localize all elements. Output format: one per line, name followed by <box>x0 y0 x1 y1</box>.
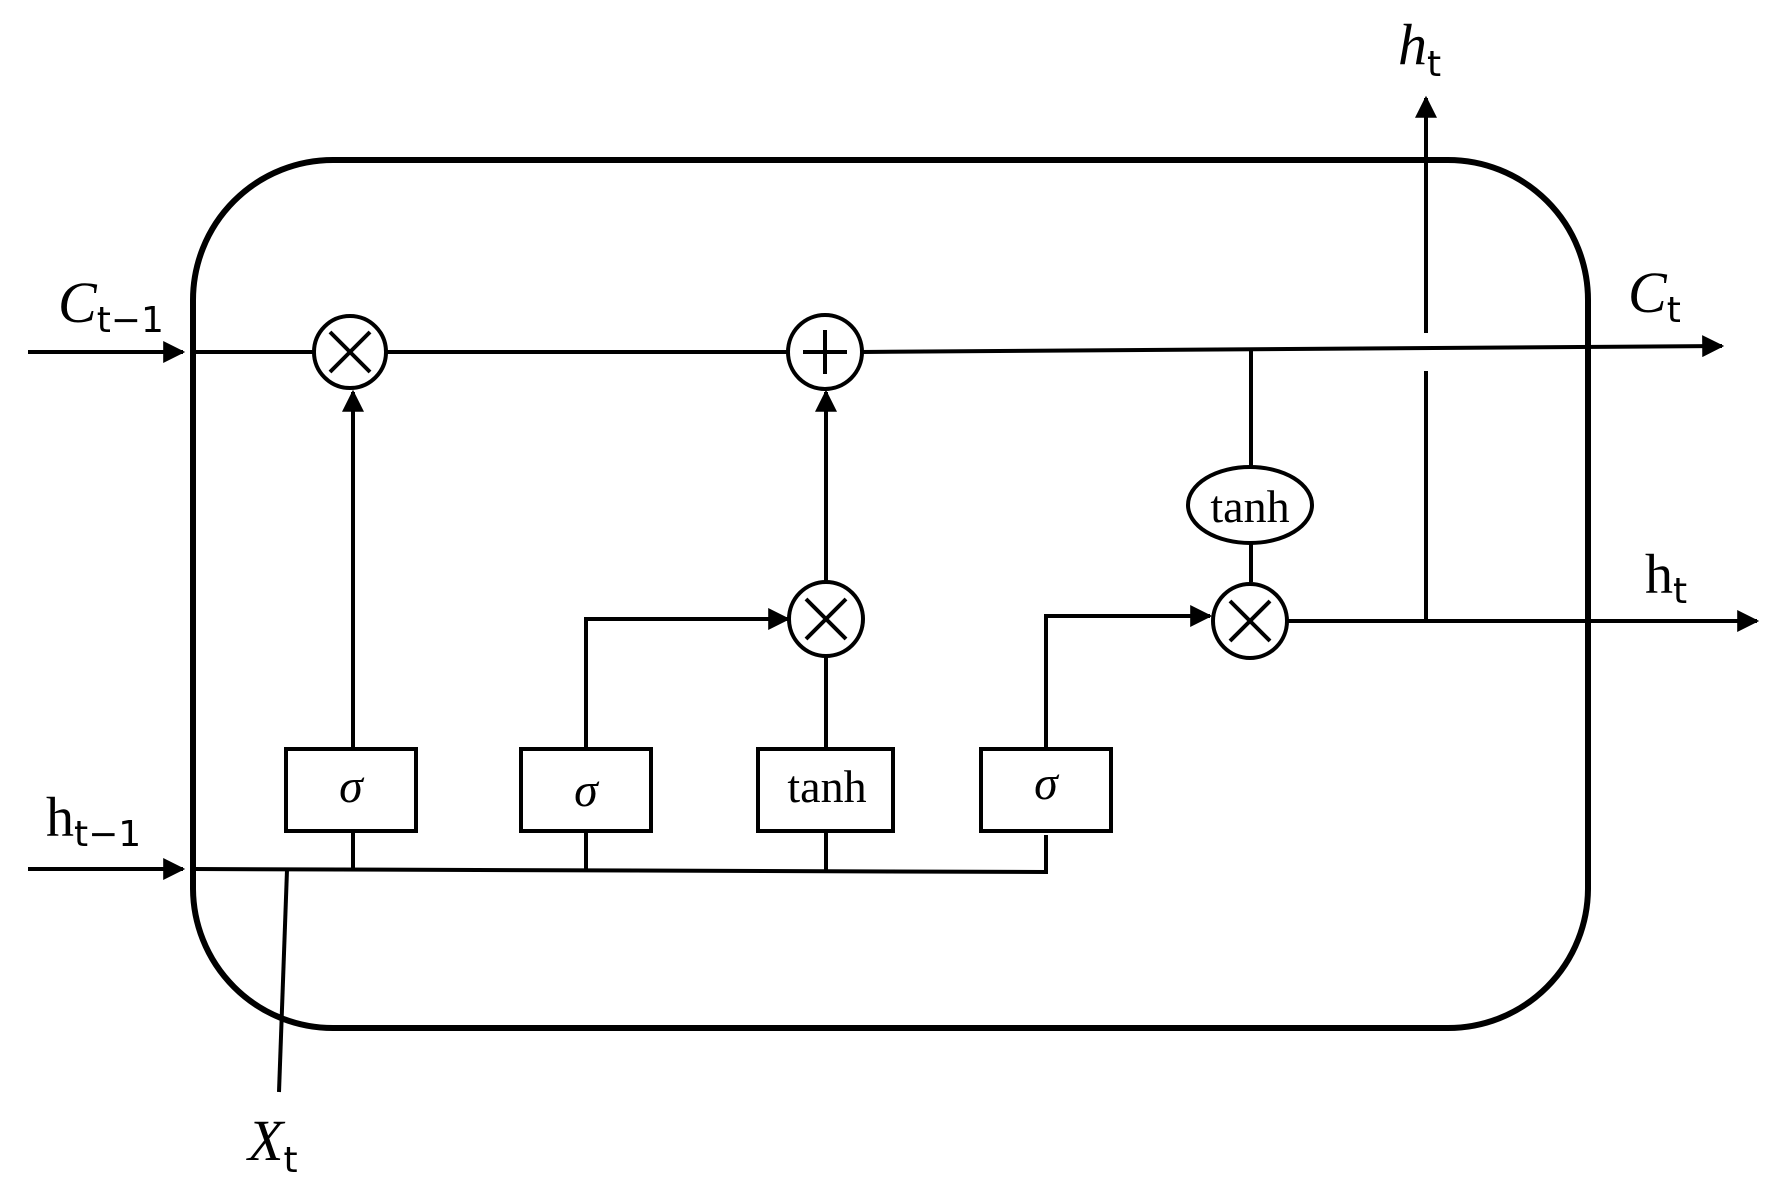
output-tanh-node <box>1186 465 1314 545</box>
forget-multiply-node <box>312 314 388 390</box>
output-tanh-label: tanh <box>1210 481 1289 532</box>
hidden-prev-label: ht−1 <box>46 787 141 855</box>
cell-state-output-arrow <box>861 335 1725 358</box>
forget-gate-box <box>284 747 418 833</box>
output-gate-arrow <box>1044 605 1213 749</box>
candidate-gate-label: tanh <box>787 761 866 812</box>
input-multiply-node <box>787 580 865 658</box>
cell-out-label: Ct <box>1628 260 1681 331</box>
output-gate-box <box>979 747 1113 833</box>
input-gate-box <box>519 747 653 833</box>
hidden-bus-line <box>192 835 1048 875</box>
cell-add-node <box>786 313 864 391</box>
cell-frame <box>190 157 1591 1031</box>
forget-gate-label: σ <box>339 760 365 813</box>
input-gate-arrow <box>584 608 791 749</box>
hidden-out-right-label: ht <box>1645 544 1687 612</box>
hidden-out-top-label: ht <box>1398 12 1441 85</box>
input-gate-label: σ <box>574 764 600 817</box>
candidate-gate-box <box>756 747 895 833</box>
x-input-label: Xt <box>246 1108 298 1181</box>
output-gate-label: σ <box>1034 757 1060 810</box>
output-multiply-node <box>1211 582 1289 660</box>
x-input-line <box>277 869 289 1093</box>
cell-prev-label: Ct−1 <box>58 270 164 341</box>
